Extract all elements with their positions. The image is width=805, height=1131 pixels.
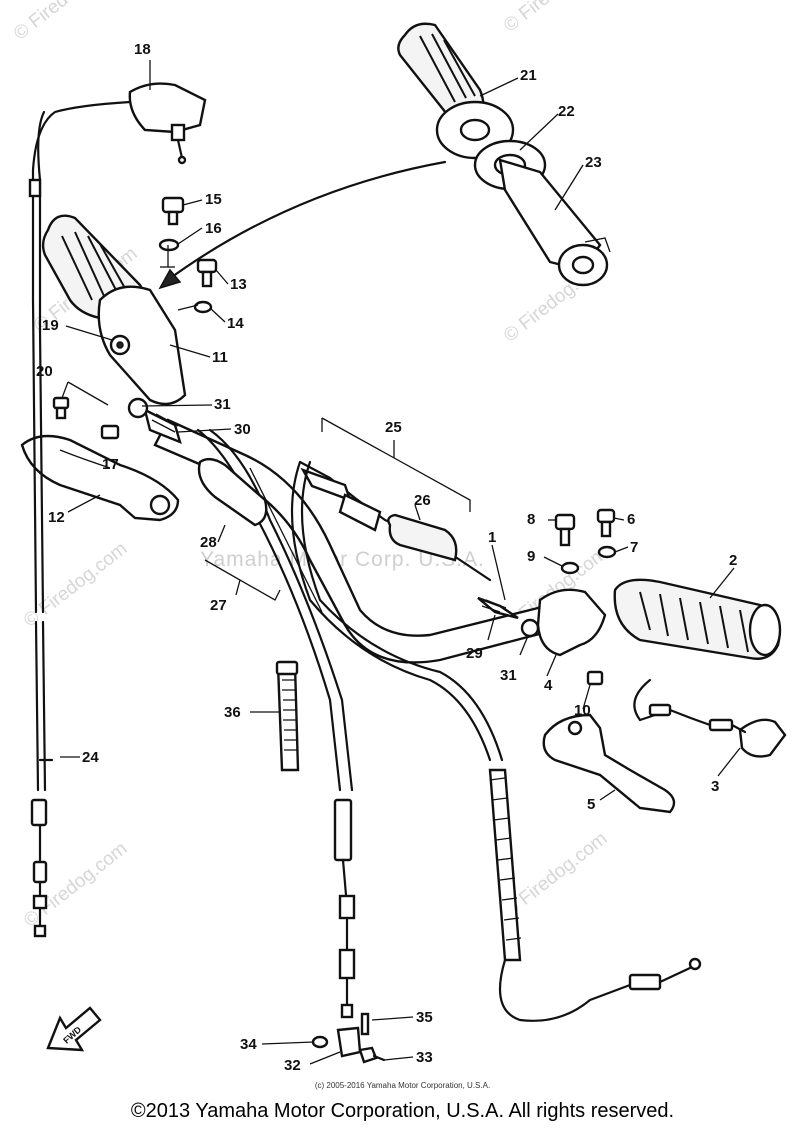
callout-23: 23 <box>585 154 602 171</box>
callout-19: 19 <box>42 317 59 334</box>
callout-36: 36 <box>224 704 241 721</box>
center-cable-25 <box>298 460 492 582</box>
callout-30: 30 <box>234 421 251 438</box>
callout-29: 29 <box>466 645 483 662</box>
callout-32: 32 <box>284 1057 301 1074</box>
callout-9: 9 <box>527 548 536 565</box>
callout-20: 20 <box>36 363 53 380</box>
callout-21: 21 <box>520 67 537 84</box>
callout-1: 1 <box>488 529 497 546</box>
callout-13: 13 <box>230 276 247 293</box>
right-grip-assembly <box>477 508 787 814</box>
clutch-cable <box>196 428 356 1019</box>
callout-14: 14 <box>227 315 244 332</box>
callout-26: 26 <box>414 492 431 509</box>
callout-34: 34 <box>240 1036 257 1053</box>
copyright-notice: ©2013 Yamaha Motor Corporation, U.S.A. A… <box>130 1100 675 1122</box>
callout-25: 25 <box>385 419 402 436</box>
pointer-arrow <box>158 160 447 290</box>
left-grip-assembly <box>20 196 218 522</box>
callout-3: 3 <box>711 778 720 795</box>
cable-tie <box>275 660 300 772</box>
callout-4: 4 <box>544 677 553 694</box>
callout-2: 2 <box>729 552 738 569</box>
handlebar <box>153 418 587 664</box>
callout-8: 8 <box>527 511 536 528</box>
callout-31-left: 31 <box>214 396 231 413</box>
brake-cable <box>290 460 702 1022</box>
cable-fittings <box>311 1012 386 1064</box>
cable-18-24 <box>28 82 207 938</box>
callout-24: 24 <box>82 749 99 766</box>
callout-28: 28 <box>200 534 217 551</box>
callout-12: 12 <box>48 509 65 526</box>
callout-6: 6 <box>627 511 636 528</box>
callout-17: 17 <box>102 456 119 473</box>
callout-35: 35 <box>416 1009 433 1026</box>
throttle-grip-set <box>397 22 611 287</box>
fine-copyright: (c) 2005-2016 Yamaha Motor Corporation, … <box>314 1081 491 1090</box>
fwd-arrow <box>46 1006 102 1052</box>
callout-15: 15 <box>205 191 222 208</box>
callout-31-right: 31 <box>500 667 517 684</box>
callout-5: 5 <box>587 796 596 813</box>
callout-10: 10 <box>574 702 591 719</box>
callout-33: 33 <box>416 1049 433 1066</box>
callout-22: 22 <box>558 103 575 120</box>
callout-16: 16 <box>205 220 222 237</box>
callout-11: 11 <box>212 349 228 366</box>
callout-18: 18 <box>134 41 151 58</box>
center-watermark: Yamaha Motor Corp. U.S.A. <box>200 548 485 571</box>
callout-7: 7 <box>630 539 639 556</box>
callout-27: 27 <box>210 597 227 614</box>
leader-lines <box>60 60 741 1065</box>
